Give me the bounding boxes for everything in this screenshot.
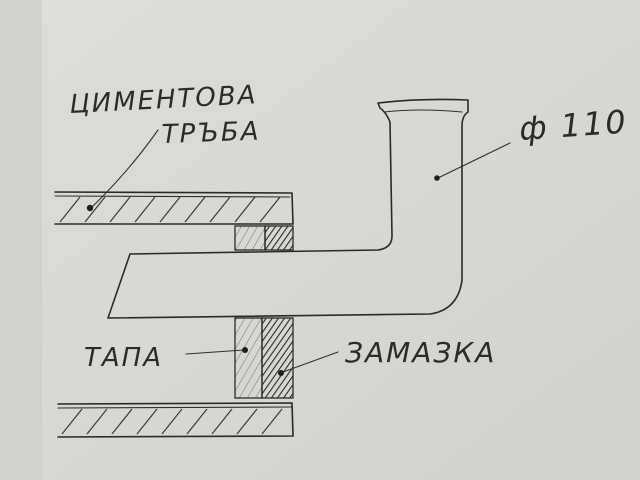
label-plug: ТАПА [84,343,163,373]
lower-pipe-wall [57,402,294,438]
leader-sealant [278,351,339,376]
lower-sealant [261,317,294,399]
upper-plug [234,225,266,251]
elbow-pipe [107,98,469,319]
leader-cement-pipe [86,129,159,212]
label-diameter: ф 110 [518,102,629,147]
upper-sealant [264,225,294,251]
label-sealant: ЗАМАЗКА [345,336,496,369]
paper-edge-shadow [0,0,42,480]
label-cement-pipe-line2: ТРЪБА [161,117,261,150]
leader-plug [185,347,248,355]
upper-pipe-wall [54,191,294,225]
leader-diameter [434,142,511,181]
lower-plug [234,317,263,399]
